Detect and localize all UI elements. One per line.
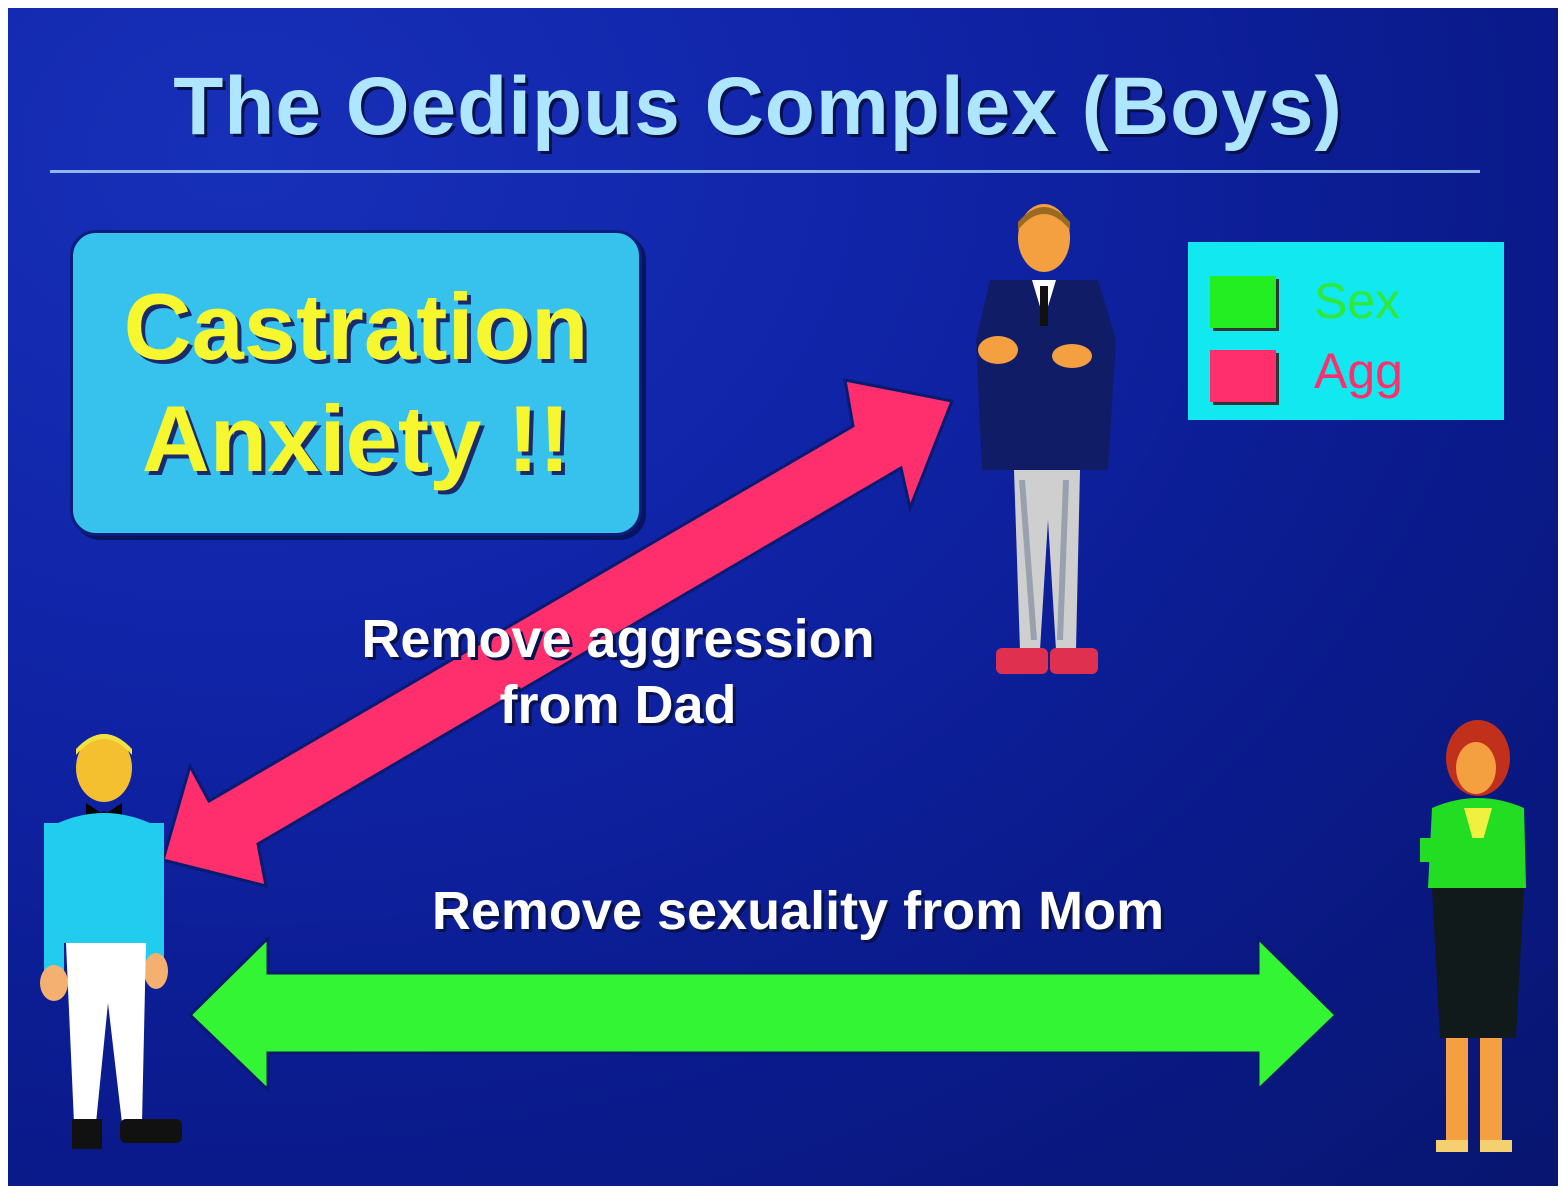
aggression-caption: Remove aggression from Dad — [328, 606, 908, 738]
anxiety-line-1: Castration — [123, 274, 589, 379]
slide-title: The Oedipus Complex (Boys) — [173, 61, 1343, 152]
legend-label-agg: Agg — [1314, 343, 1403, 399]
legend-swatch-agg — [1210, 350, 1276, 402]
sexuality-caption: Remove sexuality from Mom — [431, 881, 1165, 941]
boy-figure — [40, 734, 182, 1149]
aggression-arrow — [161, 378, 1339, 1094]
title-divider — [50, 170, 1480, 173]
sexuality-arrow-shape — [187, 934, 1339, 1094]
aggression-caption-line-2: from Dad — [499, 675, 737, 735]
dad-figure — [976, 204, 1116, 674]
aggression-caption-line-1: Remove aggression — [361, 609, 875, 669]
mom-figure — [1420, 720, 1526, 1152]
legend: Sex Agg — [1188, 242, 1504, 420]
slide: The Oedipus Complex (Boys) Castration An… — [8, 8, 1558, 1186]
aggression-arrow-shape — [161, 378, 955, 889]
anxiety-line-2: Anxiety !! — [141, 386, 571, 491]
castration-anxiety-box: Castration Anxiety !! — [70, 230, 642, 536]
legend-label-sex: Sex — [1314, 273, 1401, 329]
legend-swatch-sex — [1210, 276, 1276, 328]
